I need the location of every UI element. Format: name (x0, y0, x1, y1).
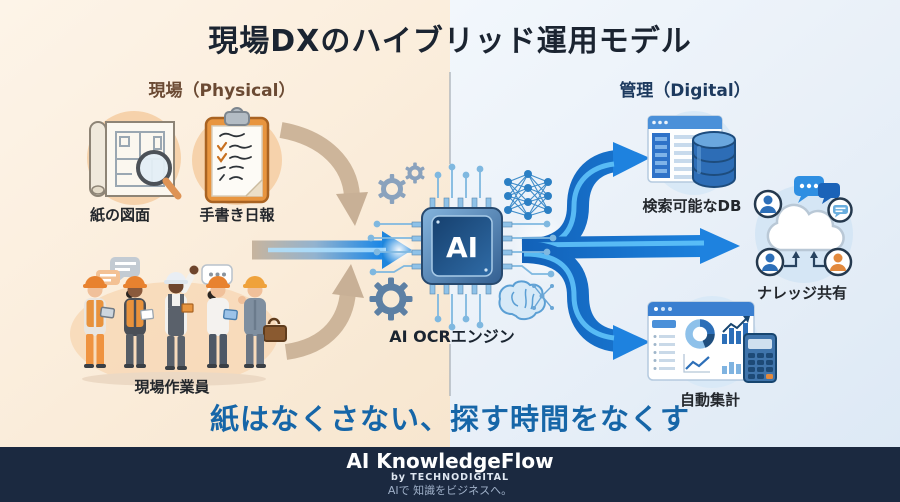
cloud-icon (766, 203, 845, 252)
molecule-icon (532, 284, 554, 310)
site-workers-illustration (70, 257, 287, 386)
arrow-workers-to-engine (284, 264, 364, 360)
chip-ai-text: AI (446, 231, 478, 264)
gear-icon (378, 174, 406, 204)
person-icon (755, 247, 785, 277)
worker-figure (206, 276, 238, 368)
zone-divider-top (449, 72, 451, 164)
label-auto-tally: 自動集計 (679, 391, 741, 409)
handwritten-report-icon (192, 107, 282, 205)
donut-chart-icon (685, 319, 715, 349)
worker-figure (123, 276, 155, 368)
ai-chip-icon: AI (367, 162, 557, 331)
footer-bar: AI KnowledgeFlow by TECHNODIGITAL AIで 知識… (0, 447, 900, 502)
chip-pins (411, 197, 513, 295)
label-handwritten-report: 手書き日報 (199, 206, 275, 224)
circuit-traces (367, 163, 557, 331)
person-icon (823, 247, 853, 277)
neural-network-icon (504, 170, 552, 220)
label-paper-blueprint: 紙の図面 (89, 206, 151, 224)
knowledge-sharing-icon (753, 176, 853, 283)
arrow-into-engine (252, 231, 416, 269)
database-cylinder-icon (692, 131, 736, 188)
worker-figure (164, 265, 199, 370)
searchable-db-icon (647, 111, 736, 195)
label-knowledge-sharing: ナレッジ共有 (756, 284, 848, 302)
worker-figure (83, 276, 116, 368)
magnifier-icon (136, 150, 172, 186)
bar-chart-icon (722, 316, 750, 344)
zone-divider-bottom (449, 344, 451, 396)
gear-icon (369, 277, 413, 321)
page-title: 現場DXのハイブリッド運用モデル (208, 24, 692, 59)
person-icon (753, 189, 783, 219)
worker-figure (238, 276, 287, 368)
label-ai-ocr-engine: AI OCRエンジン (389, 327, 515, 346)
label-searchable-db: 検索可能なDB (642, 197, 742, 215)
brand-tagline: AIで 知識をビジネスへ。 (387, 484, 513, 498)
brain-icon (498, 280, 546, 321)
auto-tally-icon (647, 296, 777, 388)
slogan-text: 紙はなくさない、探す時間をなくす (209, 402, 690, 436)
gear-icon (405, 162, 425, 184)
brand-name: AI KnowledgeFlow (346, 448, 554, 473)
arrow-engine-to-tally (521, 241, 650, 360)
calculator-icon (743, 333, 777, 383)
arrow-report-to-engine (279, 122, 368, 226)
chat-bubbles-icon (794, 176, 840, 204)
digital-section-header: 管理（Digital） (619, 81, 751, 101)
physical-section-header: 現場（Physical） (148, 81, 296, 101)
brand-byline: by TECHNODIGITAL (390, 471, 510, 483)
line-chart-icon (683, 354, 710, 373)
paper-blueprint-icon (87, 111, 182, 205)
chat-badge-icon (827, 197, 853, 223)
label-site-workers: 現場作業員 (134, 378, 210, 396)
